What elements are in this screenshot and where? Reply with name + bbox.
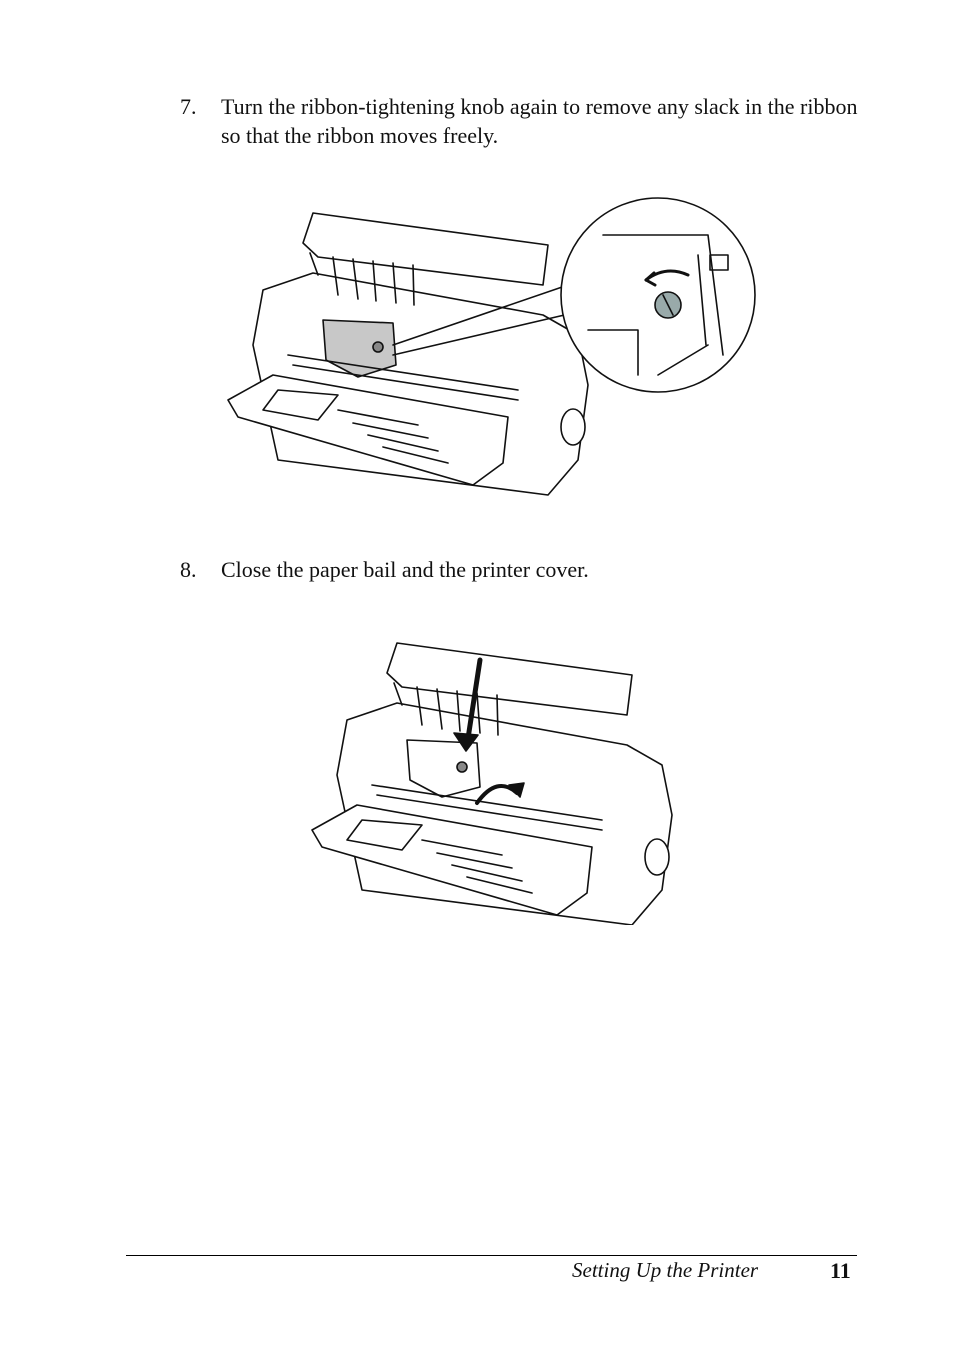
step-7: 7. Turn the ribbon-tightening knob again… bbox=[180, 92, 870, 152]
step-number: 7. bbox=[180, 94, 197, 119]
printer-close-cover-illustration bbox=[311, 642, 673, 925]
step-number: 8. bbox=[180, 557, 197, 582]
step-text: Close the paper bail and the printer cov… bbox=[221, 557, 589, 582]
step-text: Turn the ribbon-tightening knob again to… bbox=[221, 94, 858, 148]
footer-rule bbox=[126, 1255, 857, 1256]
page-number: 11 bbox=[830, 1258, 851, 1283]
printer-ribbon-knob-illustration bbox=[227, 197, 756, 496]
step-8: 8. Close the paper bail and the printer … bbox=[180, 555, 870, 585]
footer-section-title: Setting Up the Printer bbox=[572, 1258, 759, 1282]
